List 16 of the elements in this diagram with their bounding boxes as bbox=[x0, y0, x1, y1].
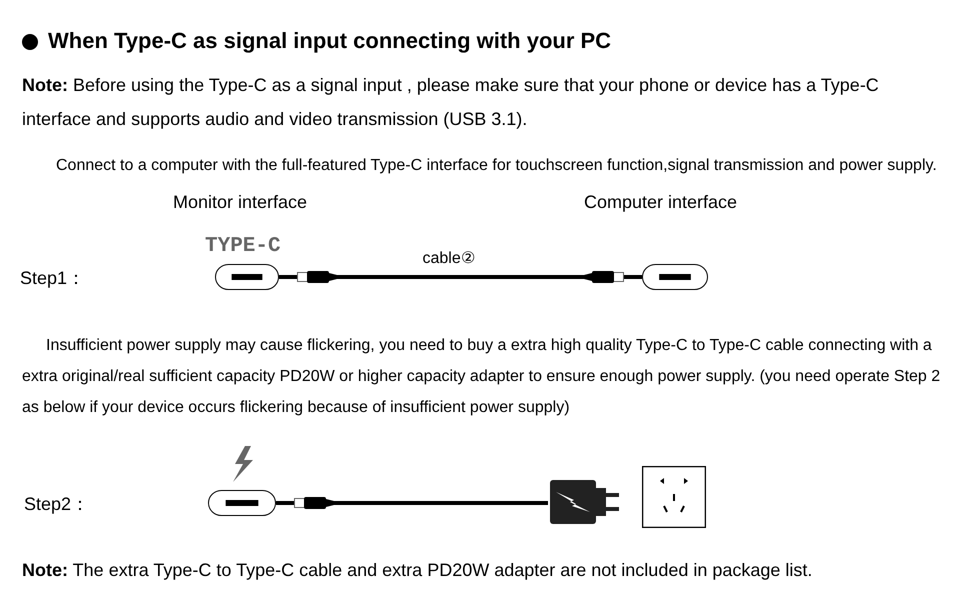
picture bbox=[548, 478, 620, 526]
cable bbox=[276, 501, 548, 505]
step-label: Step2： bbox=[24, 493, 90, 516]
picture bbox=[642, 466, 706, 528]
instruction-text: Insufficient power supply may cause flickering, you need to buy a extra high quality Type-C to Type-C cable connecting with a extra original/real sufficient capacity PD20W or higher capacity adapter to ensure enough power supply. (you need operate Step 2 as below if your device occurs flickering because of insufficient power supply) bbox=[22, 336, 942, 418]
section-label: Computer interface bbox=[584, 192, 738, 213]
title: When Type-C as signal input connecting with your PC bbox=[48, 28, 612, 54]
section-label: Monitor interface bbox=[173, 192, 308, 213]
step-label: Step1： bbox=[20, 267, 86, 290]
note-text: Note: The extra Type-C to Type-C cable and extra PD20W adapter are not included in package list. bbox=[22, 560, 812, 581]
port-outline bbox=[208, 490, 276, 516]
port-outline bbox=[642, 264, 708, 290]
port-outline bbox=[215, 264, 279, 290]
port-label: TYPE-C bbox=[205, 235, 281, 258]
instruction-text: Connect to a computer with the full-featured Type-C interface for touchscreen function,signal transmission and power supply. bbox=[55, 156, 938, 176]
note-text: Note: Before using the Type-C as a signal input , please make sure that your phone or device has a Type-C interface and supports audio and video transmission (USB 3.1). bbox=[22, 74, 880, 131]
